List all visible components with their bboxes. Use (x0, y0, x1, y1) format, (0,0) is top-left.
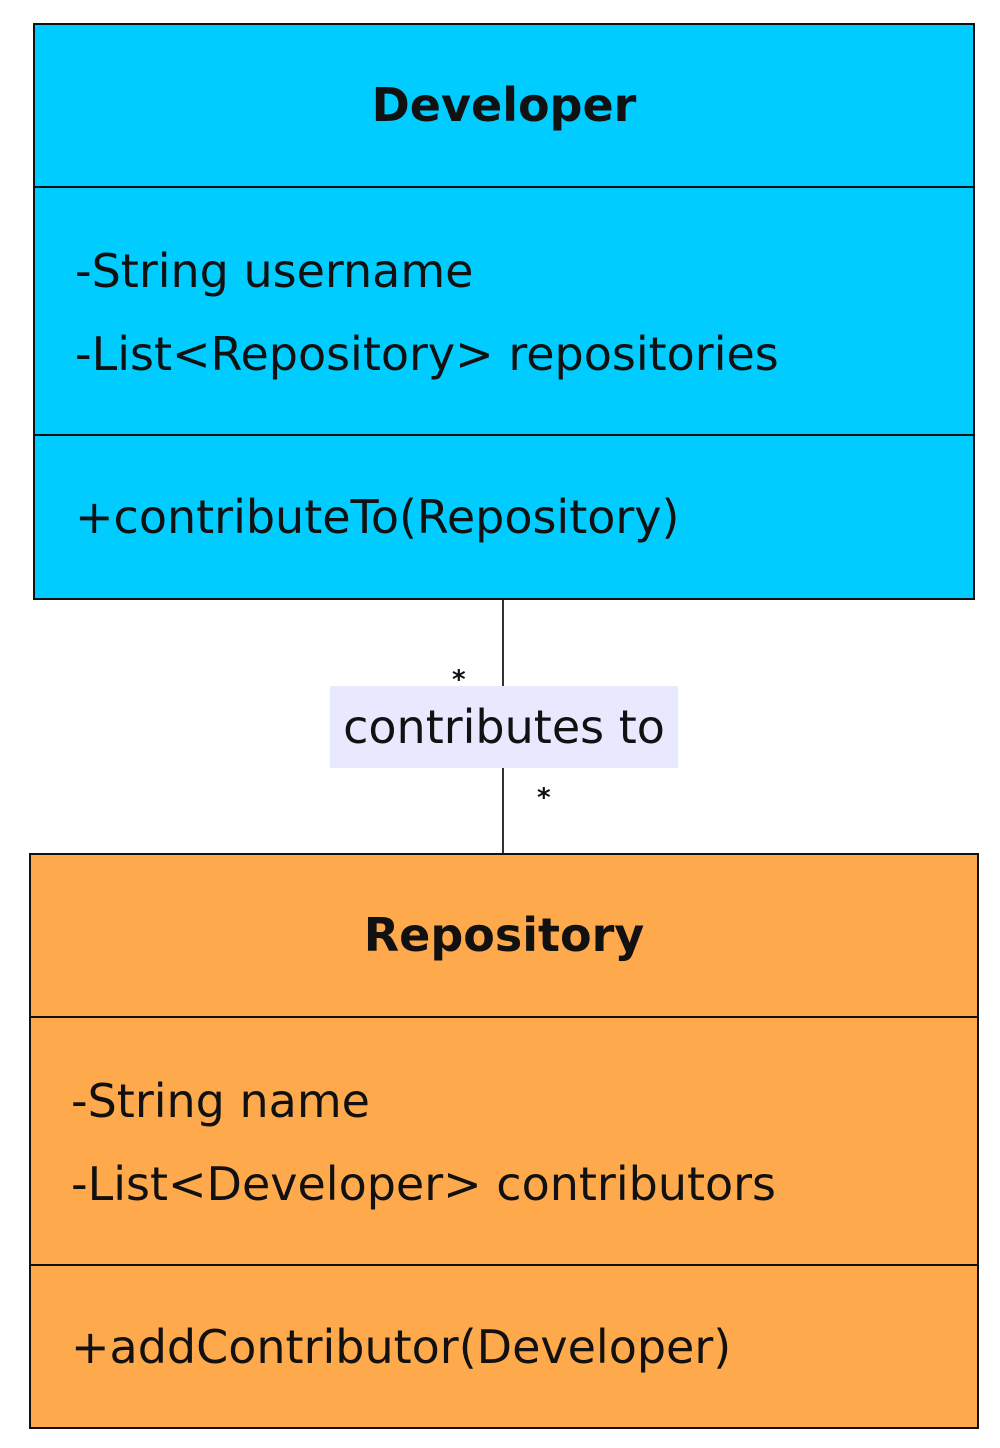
association-line-lower (502, 768, 504, 853)
class-title-section: Repository (31, 855, 977, 1018)
attribute: -List<Repository> repositories (75, 327, 779, 381)
methods-section: +contributeTo(Repository) (35, 436, 973, 598)
class-name: Repository (363, 908, 645, 962)
class-title-section: Developer (35, 25, 973, 188)
class-repository[interactable]: Repository -String name -List<Developer>… (29, 853, 979, 1429)
attributes-section: -String username -List<Repository> repos… (35, 188, 973, 436)
methods-section: +addContributor(Developer) (31, 1266, 977, 1427)
class-developer[interactable]: Developer -String username -List<Reposit… (33, 23, 975, 600)
attribute: -String username (75, 244, 474, 298)
attributes-section: -String name -List<Developer> contributo… (31, 1018, 977, 1266)
target-multiplicity: * (537, 783, 551, 813)
method: +contributeTo(Repository) (75, 490, 680, 544)
association-label: contributes to (330, 686, 678, 768)
class-name: Developer (371, 78, 637, 132)
attribute: -List<Developer> contributors (71, 1157, 777, 1211)
association-line-upper (502, 600, 504, 686)
method: +addContributor(Developer) (71, 1320, 732, 1374)
attribute: -String name (71, 1074, 370, 1128)
source-multiplicity: * (452, 665, 466, 695)
